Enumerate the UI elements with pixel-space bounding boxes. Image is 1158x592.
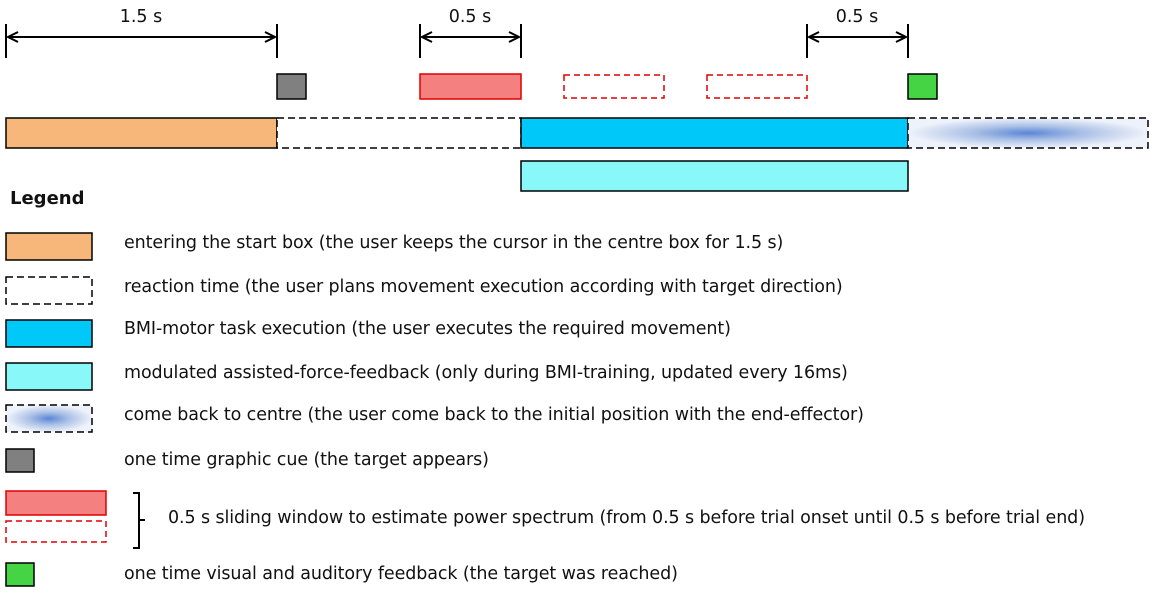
phase-force-feedback [520, 160, 909, 192]
legend-swatch-start [5, 232, 93, 261]
dimension-end-window [806, 24, 909, 58]
legend-label-force-feedback: modulated assisted-force-feedback (only … [124, 363, 848, 383]
duration-label-start: 1.5 s [119, 7, 163, 27]
phase-task-execution [520, 117, 909, 149]
sliding-window-dashed-1 [563, 74, 665, 99]
legend-swatch-reached [5, 562, 35, 587]
phase-reaction-time [276, 117, 522, 149]
legend-bracket [133, 492, 145, 549]
sliding-window-dashed-2 [706, 74, 808, 99]
legend-swatch-execution [5, 319, 93, 348]
dimension-window [419, 24, 522, 58]
legend-label-cue: one time graphic cue (the target appears… [124, 450, 489, 470]
legend-swatch-come-back [5, 404, 93, 433]
dimension-start [5, 24, 278, 58]
graphic-cue-marker [276, 73, 307, 100]
duration-label-window: 0.5 s [448, 7, 492, 27]
legend-swatch-reaction [5, 276, 93, 305]
legend-title: Legend [10, 188, 85, 209]
phase-come-back [907, 117, 1149, 149]
legend-label-come-back: come back to centre (the user come back … [124, 405, 864, 425]
legend-swatch-cue [5, 448, 35, 473]
sliding-window-solid [419, 73, 522, 100]
duration-label-end-window: 0.5 s [835, 7, 879, 27]
legend-swatch-window-dashed [5, 520, 107, 543]
target-reached-marker [907, 73, 938, 100]
legend-swatch-window-solid [5, 490, 107, 516]
phase-start-box [5, 117, 278, 149]
legend-label-execution: BMI-motor task execution (the user execu… [124, 319, 731, 339]
legend-label-reached: one time visual and auditory feedback (t… [124, 564, 678, 584]
legend-label-reaction: reaction time (the user plans movement e… [124, 277, 843, 297]
legend-label-window: 0.5 s sliding window to estimate power s… [168, 508, 1085, 528]
legend-swatch-force-feedback [5, 362, 93, 391]
legend-label-start: entering the start box (the user keeps t… [124, 233, 784, 253]
